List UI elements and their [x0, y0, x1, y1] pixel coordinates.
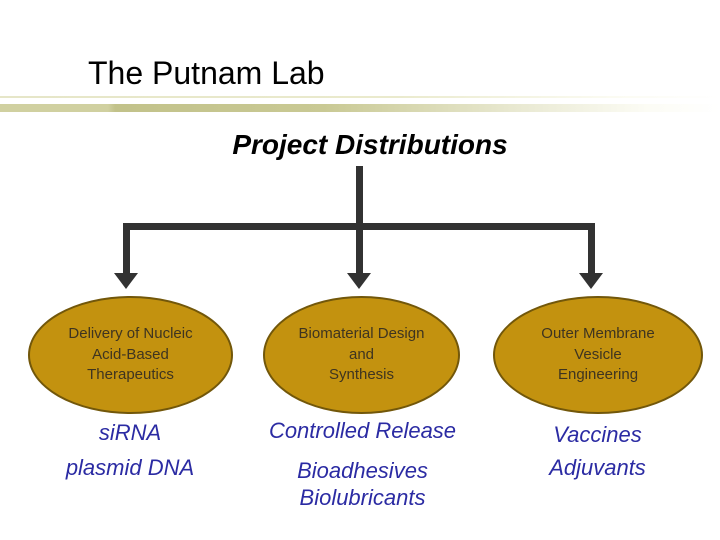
ellipse-text-line: Delivery of Nucleic	[68, 324, 193, 342]
left-arrow-shaft	[123, 226, 130, 276]
ellipse-text-line: Engineering	[557, 366, 639, 384]
tree-stem-line	[356, 166, 363, 278]
arrow-down-icon	[114, 273, 138, 289]
branch-label: Vaccines	[553, 422, 642, 447]
right-arrow-shaft	[588, 226, 595, 276]
branch-ellipse-vesicle: Outer Membrane Vesicle Engineering	[493, 296, 703, 414]
branch-ellipse-biomaterial: Biomaterial Design and Synthesis	[263, 296, 460, 414]
diagram-heading: Project Distributions	[232, 129, 508, 160]
arrow-down-icon	[347, 273, 371, 289]
slide-title: The Putnam Lab	[88, 55, 325, 91]
arrow-down-icon	[579, 273, 603, 289]
branch-label: Biolubricants	[299, 485, 426, 510]
ellipse-text-line: Synthesis	[328, 366, 395, 384]
ellipse-text-line: Acid-Based	[92, 345, 169, 363]
divider-gradient-bar	[0, 104, 720, 112]
branch-label: Adjuvants	[549, 455, 646, 480]
divider-hairline	[0, 96, 720, 98]
branch-label: plasmid DNA	[65, 455, 195, 480]
branch-ellipse-delivery: Delivery of Nucleic Acid-Based Therapeut…	[28, 296, 233, 414]
branch-label: Controlled Release	[268, 418, 457, 443]
ellipse-text-line: and	[348, 345, 375, 363]
branch-label: siRNA	[98, 420, 162, 445]
tree-horizontal-line	[123, 223, 595, 230]
ellipse-text-line: Vesicle	[574, 345, 622, 363]
ellipse-text-line: Outer Membrane	[541, 324, 655, 342]
branch-label: Bioadhesives	[297, 458, 428, 483]
ellipse-text-line: Therapeutics	[87, 366, 174, 384]
ellipse-text-line: Biomaterial Design	[298, 324, 425, 342]
